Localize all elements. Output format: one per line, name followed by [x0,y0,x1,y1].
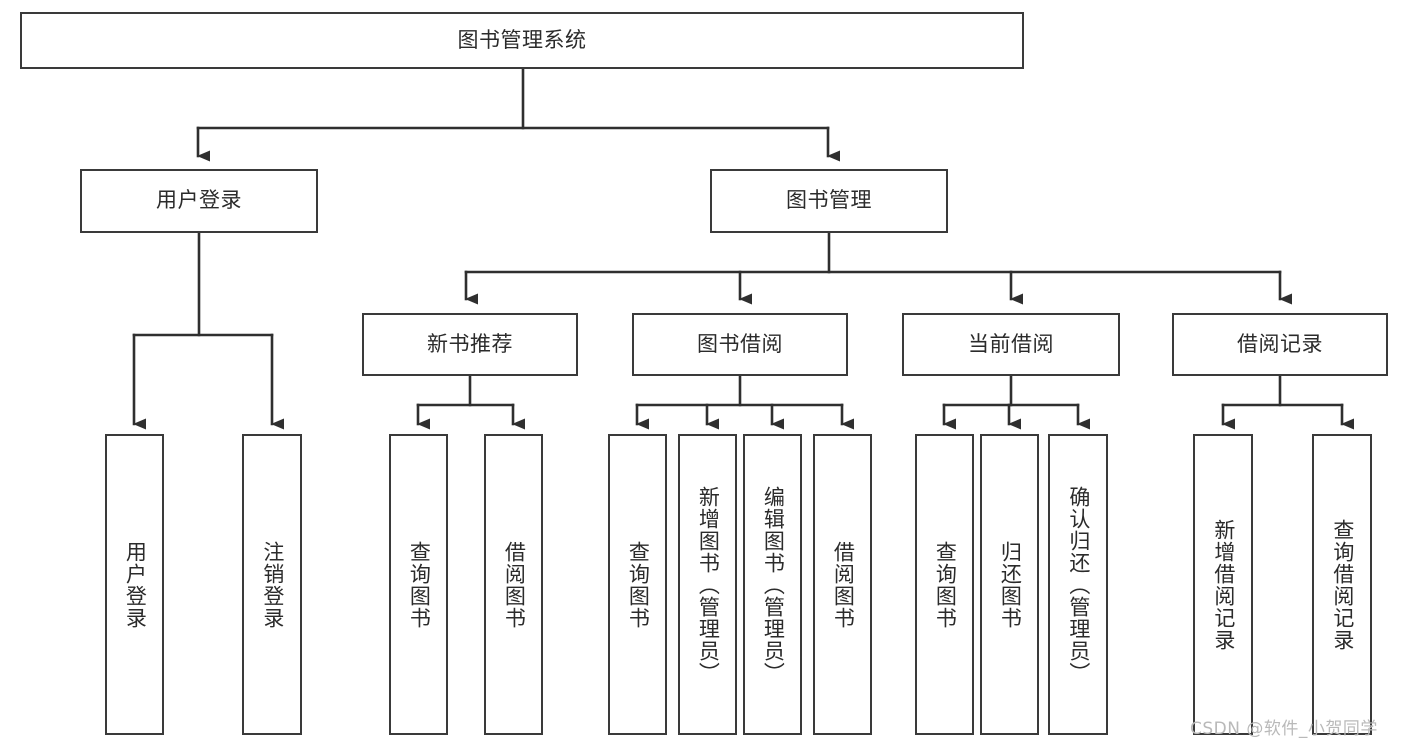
node-book-management[interactable]: 图书管理 [710,169,948,233]
leaf-record-add-record[interactable]: 新增借阅记录 [1193,434,1253,735]
node-current-borrow[interactable]: 当前借阅 [902,313,1120,376]
leaf-user-login-login[interactable]: 用户登录 [105,434,164,735]
leaf-current-return-book[interactable]: 归还图书 [980,434,1039,735]
leaf-borrow-add-book-admin[interactable]: 新增图书（管理员） [678,434,737,735]
node-borrow-record[interactable]: 借阅记录 [1172,313,1388,376]
watermark-text: CSDN @软件_小贺同学 [1190,719,1378,739]
node-new-book-recommend[interactable]: 新书推荐 [362,313,578,376]
leaf-user-login-logout[interactable]: 注销登录 [242,434,302,735]
leaf-record-query-record[interactable]: 查询借阅记录 [1312,434,1372,735]
leaf-current-confirm-return-admin[interactable]: 确认归还（管理员） [1048,434,1108,735]
leaf-borrow-borrow-book[interactable]: 借阅图书 [813,434,872,735]
node-book-borrow[interactable]: 图书借阅 [632,313,848,376]
node-user-login[interactable]: 用户登录 [80,169,318,233]
leaf-recommend-query-book[interactable]: 查询图书 [389,434,448,735]
leaf-current-query-book[interactable]: 查询图书 [915,434,974,735]
leaf-borrow-query-book[interactable]: 查询图书 [608,434,667,735]
leaf-borrow-edit-book-admin[interactable]: 编辑图书（管理员） [743,434,802,735]
leaf-recommend-borrow-book[interactable]: 借阅图书 [484,434,543,735]
node-root-system[interactable]: 图书管理系统 [20,12,1024,69]
